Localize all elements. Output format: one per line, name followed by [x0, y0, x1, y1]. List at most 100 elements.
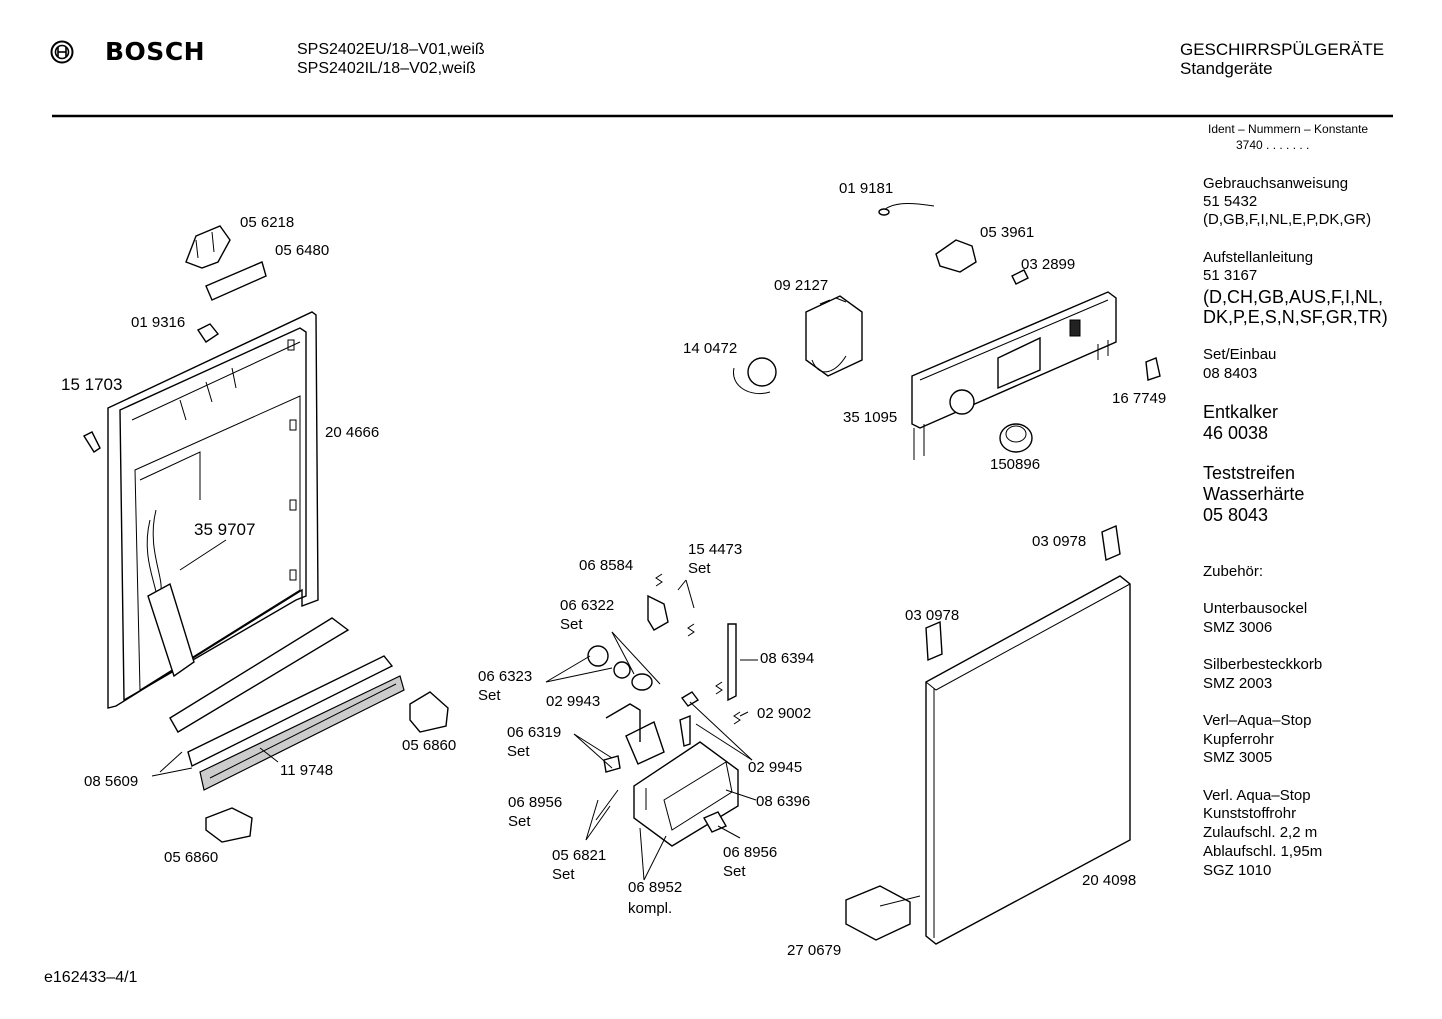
part-label: 05 6218 — [240, 214, 295, 231]
part-label: 03 0978 — [1032, 533, 1087, 550]
teststreifen-number: 05 8043 — [1203, 505, 1269, 525]
dispenser-leader-lines — [152, 632, 758, 880]
knob-150896 — [1000, 424, 1032, 452]
bracket-053961 — [936, 240, 976, 272]
part-label: 01 9316 — [131, 314, 186, 331]
model-line-2: SPS2402IL/18–V02,weiß — [297, 60, 476, 77]
inner-door-panel — [108, 312, 318, 708]
part-label: 08 5609 — [84, 773, 139, 790]
part-label: Set — [688, 560, 711, 577]
clip-032899 — [1012, 270, 1028, 284]
part-label: 02 9943 — [546, 693, 601, 710]
silber-code: SMZ 2003 — [1203, 675, 1273, 692]
gebrauch-number: 51 5432 — [1203, 193, 1258, 210]
set-einbau-number: 08 8403 — [1203, 365, 1258, 382]
part-label: 06 6319 — [507, 724, 562, 741]
aufstell-title: Aufstellanleitung — [1203, 249, 1314, 266]
part-label: 150896 — [990, 456, 1041, 473]
gebrauch-title: Gebrauchsanweisung — [1203, 175, 1349, 192]
part-label: 15 4473 — [688, 541, 743, 558]
control-panel — [912, 292, 1116, 460]
aqua2-code: SGZ 1010 — [1203, 862, 1272, 879]
silber-title: Silberbesteckkorb — [1203, 656, 1323, 673]
part-label: 03 2899 — [1021, 256, 1076, 273]
category-subtitle: Standgeräte — [1180, 59, 1273, 78]
set-einbau-title: Set/Einbau — [1203, 346, 1277, 363]
sensor-019181 — [879, 204, 934, 216]
door-bracket-strip — [148, 584, 194, 676]
part-label: 08 6396 — [756, 793, 811, 810]
dispenser-lid — [606, 704, 664, 764]
screw-151703 — [84, 432, 100, 452]
timer-092127 — [806, 296, 862, 376]
teststreifen-line-2: Wasserhärte — [1203, 484, 1305, 504]
aqua2-line-3: Zulaufschl. 2,2 m — [1203, 824, 1318, 841]
part-label: 15 1703 — [61, 375, 123, 394]
part-label: 20 4666 — [325, 424, 380, 441]
bosch-logo-icon — [50, 40, 74, 69]
part-label: Set — [560, 616, 583, 633]
part-label: 11 9748 — [280, 762, 334, 779]
part-label: 14 0472 — [683, 340, 738, 357]
clip-019316 — [198, 324, 218, 342]
aqua2-line-2: Kunststoffrohr — [1203, 805, 1297, 822]
aqua2-line-1: Verl. Aqua–Stop — [1203, 787, 1311, 804]
entkalker-title: Entkalker — [1203, 402, 1279, 422]
aufstell-langs-2: DK,P,E,S,N,SF,GR,TR) — [1203, 307, 1388, 327]
part-label: 05 3961 — [980, 224, 1035, 241]
part-label: 06 6323 — [478, 668, 533, 685]
small-dispenser-parts — [588, 574, 740, 832]
entkalker-number: 46 0038 — [1203, 423, 1269, 443]
part-label: 06 6322 — [560, 597, 615, 614]
part-label: 06 8956 — [508, 794, 563, 811]
part-label: 09 2127 — [774, 277, 829, 294]
part-label: 03 0978 — [905, 607, 960, 624]
category-title: GESCHIRRSPÜLGERÄTE — [1180, 40, 1385, 59]
ident-value: 3740 . . . . . . . — [1236, 138, 1310, 152]
hinge-caps-030978 — [926, 526, 1120, 660]
model-line-1: SPS2402EU/18–V01,weiß — [297, 41, 485, 58]
top-hinge-part — [186, 226, 266, 300]
part-label: 05 6821 — [552, 847, 607, 864]
brand-name: BOSCH — [105, 37, 206, 66]
part-label: 35 1095 — [843, 409, 898, 426]
aqua2-line-4: Ablaufschl. 1,95m — [1203, 843, 1323, 860]
unterbau-title: Unterbausockel — [1203, 600, 1308, 617]
part-label: 02 9002 — [757, 705, 812, 722]
part-label: Set — [552, 866, 575, 883]
aufstell-number: 51 3167 — [1203, 267, 1258, 284]
latch-167749 — [1146, 358, 1160, 380]
part-label: Set — [507, 743, 530, 760]
part-label: kompl. — [628, 900, 673, 917]
part-label: 35 9707 — [194, 520, 256, 539]
aufstell-langs-1: (D,CH,GB,AUS,F,I,NL, — [1203, 287, 1384, 307]
end-caps-056860 — [206, 692, 448, 842]
part-label: 02 9945 — [748, 759, 803, 776]
part-label: 05 6480 — [275, 242, 330, 259]
part-label: 05 6860 — [164, 849, 219, 866]
part-label: 01 9181 — [839, 180, 894, 197]
zubehoer-heading: Zubehör: — [1203, 563, 1264, 580]
aqua1-line-1: Verl–Aqua–Stop — [1203, 712, 1312, 729]
part-label: Set — [723, 863, 746, 880]
hinge-270679 — [846, 886, 920, 940]
outer-door-panel — [926, 576, 1130, 944]
ident-title: Ident – Nummern – Konstante — [1208, 122, 1369, 136]
gebrauch-langs: (D,GB,F,I,NL,E,P,DK,GR) — [1203, 211, 1372, 228]
part-label: 27 0679 — [787, 942, 842, 959]
part-label: 06 8952 — [628, 879, 683, 896]
teststreifen-line-1: Teststreifen — [1203, 463, 1296, 483]
part-label: 16 7749 — [1112, 390, 1167, 407]
part-label: Set — [508, 813, 531, 830]
part-label: 06 8956 — [723, 844, 778, 861]
unterbau-code: SMZ 3006 — [1203, 619, 1273, 636]
motor-140472 — [733, 358, 776, 394]
part-label: Set — [478, 687, 501, 704]
part-label: 06 8584 — [579, 557, 634, 574]
document-id: e162433–4/1 — [44, 969, 138, 986]
part-label: 20 4098 — [1082, 872, 1137, 889]
aqua1-line-2: Kupferrohr — [1203, 731, 1274, 748]
part-label: 08 6394 — [760, 650, 815, 667]
kick-plate-rails — [170, 618, 404, 790]
